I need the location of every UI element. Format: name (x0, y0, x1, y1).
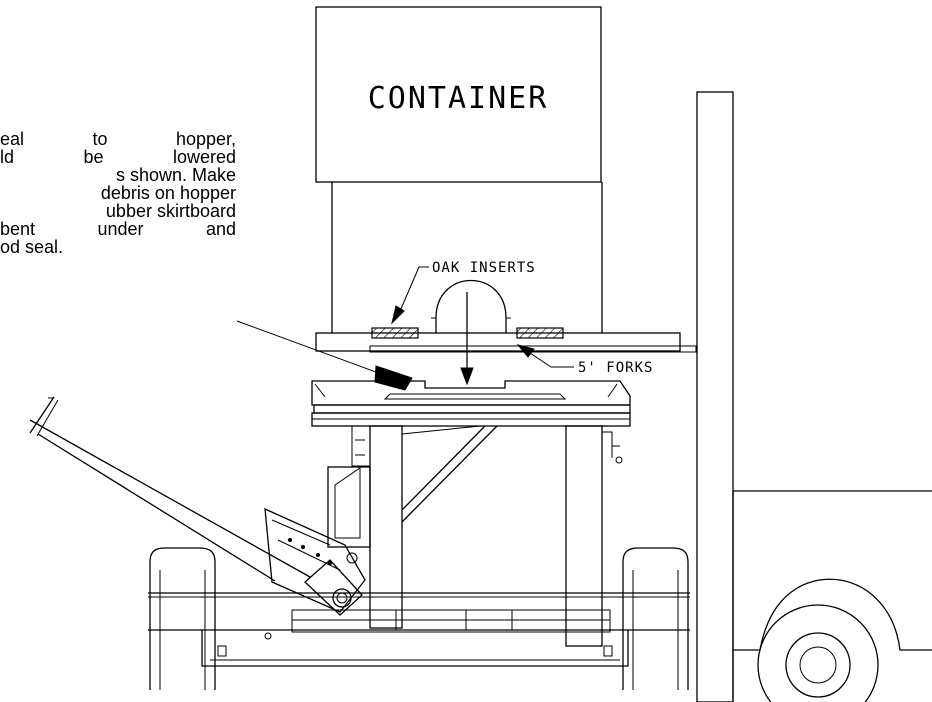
note-line-4: debris on hopper (100, 183, 236, 203)
forks-callout: 5' FORKS (516, 344, 653, 376)
forklift (696, 91, 932, 702)
note-line-1: eal to hopper, (0, 129, 236, 149)
note-line-3: s shown. Make (115, 165, 236, 185)
right-wheel (622, 547, 689, 690)
center-arrow (460, 292, 474, 386)
oak-insert-left (371, 327, 419, 339)
instruction-note: eal to hopper, ld be lowered s shown. Ma… (0, 130, 236, 256)
left-wheel (149, 547, 216, 690)
note-line-2: ld be lowered (0, 147, 236, 167)
note-leader (236, 320, 413, 391)
note-line-7: od seal. (0, 237, 64, 257)
trailer-base (148, 592, 690, 667)
conveyor (29, 396, 366, 616)
container-label: CONTAINER (368, 81, 549, 116)
container: CONTAINER (315, 6, 681, 352)
hopper (311, 380, 631, 427)
note-line-5: ubber skirtboard (105, 201, 236, 221)
oak-inserts-callout: OAK INSERTS (391, 260, 536, 325)
forks (369, 345, 697, 353)
oak-inserts-label: OAK INSERTS (432, 260, 536, 276)
oak-insert-right (516, 327, 564, 339)
forks-label: 5' FORKS (578, 360, 653, 376)
note-line-6: bent under and (0, 219, 236, 239)
hopper-frame (327, 425, 623, 647)
